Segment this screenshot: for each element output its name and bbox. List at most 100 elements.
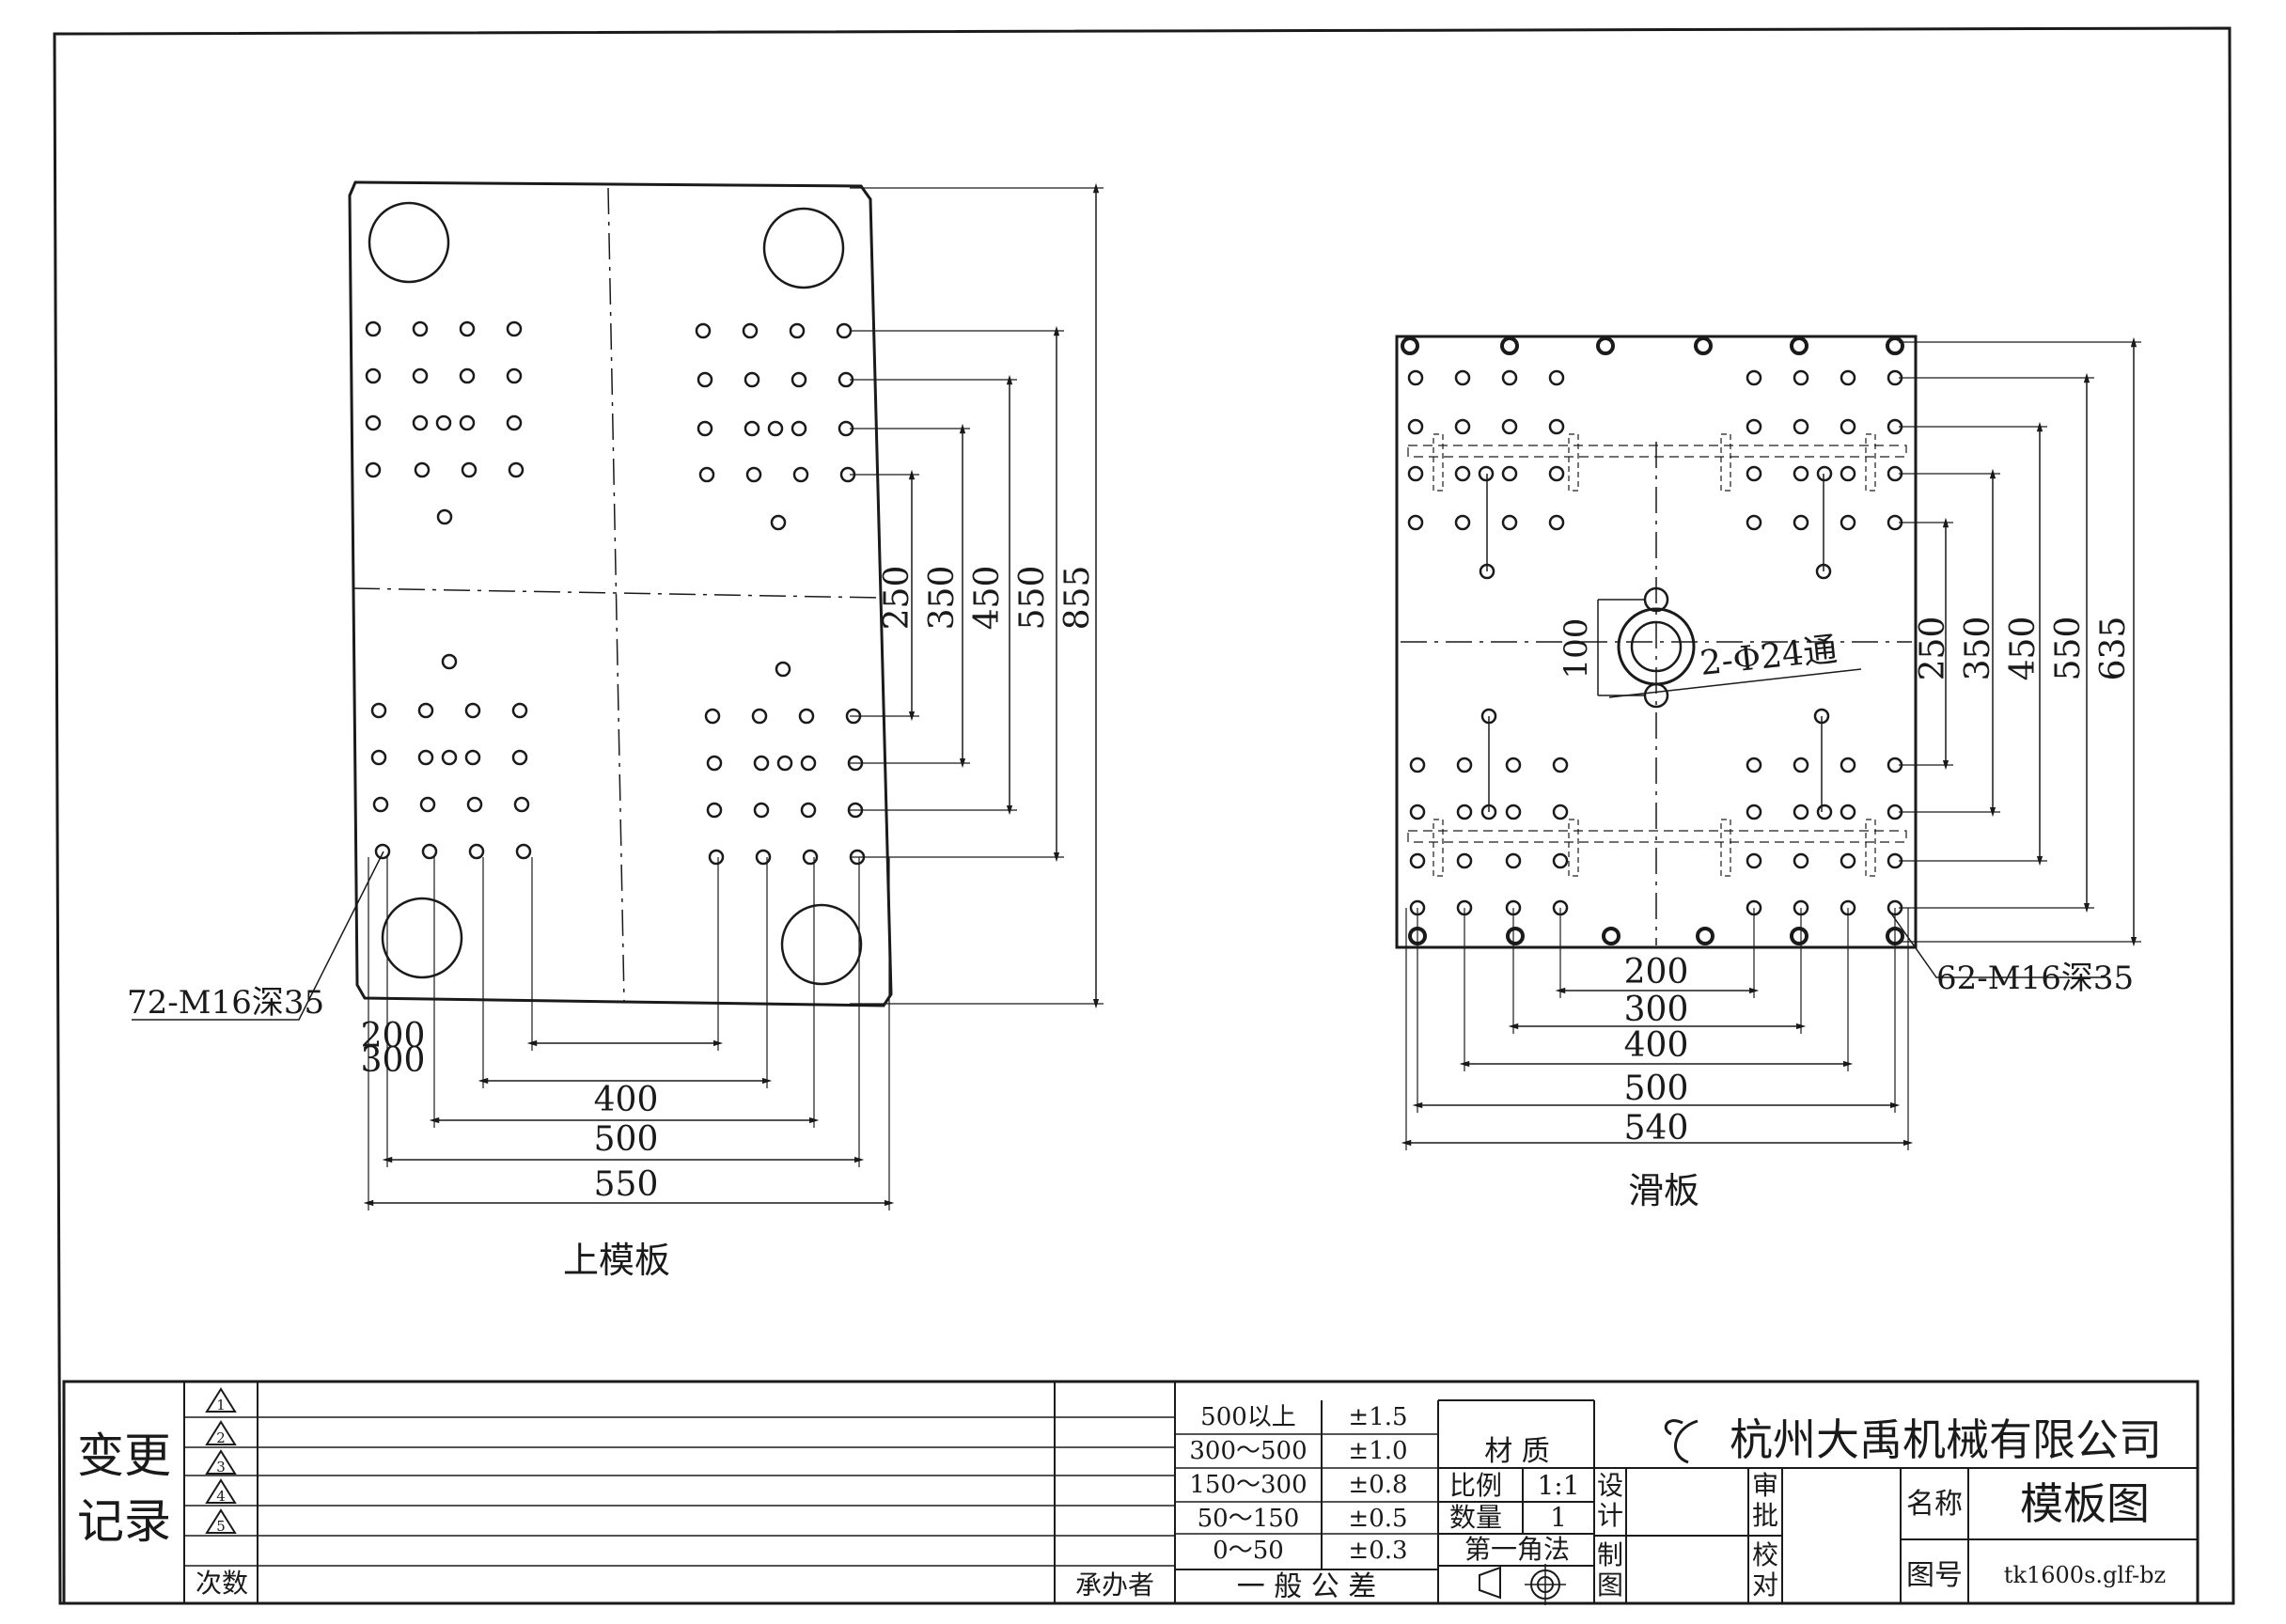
threaded-hole <box>1409 804 1426 820</box>
sp-vdim-635: 635 <box>2094 617 2133 681</box>
threaded-hole <box>697 371 713 388</box>
threaded-hole <box>1456 757 1473 773</box>
threaded-hole <box>1548 514 1565 531</box>
tp-hdim-400: 400 <box>594 1081 659 1119</box>
tolerance-value: ±0.8 <box>1348 1471 1407 1499</box>
threaded-hole <box>770 514 787 531</box>
threaded-hole <box>767 420 784 437</box>
threaded-hole <box>1746 804 1762 820</box>
threaded-hole <box>1816 804 1833 820</box>
threaded-hole <box>417 702 434 719</box>
threaded-hole <box>365 414 382 431</box>
center-bore-inner <box>1630 620 1683 673</box>
tp-vdim-855: 855 <box>1058 566 1097 631</box>
sp-hdim-300: 300 <box>1624 991 1689 1029</box>
threaded-hole <box>435 414 452 431</box>
threaded-hole <box>1501 418 1518 435</box>
threaded-hole <box>1840 852 1856 869</box>
name-label: 名称 <box>1906 1488 1963 1521</box>
threaded-hole <box>1840 514 1856 531</box>
top-platen-vertical-centerline <box>607 187 625 1003</box>
threaded-hole <box>1505 852 1522 869</box>
threaded-hole <box>511 702 528 719</box>
sheet-border <box>53 26 2235 1605</box>
threaded-hole <box>464 702 481 719</box>
threaded-hole <box>1793 757 1809 773</box>
slot-mark <box>1865 819 1876 877</box>
threaded-hole <box>1746 852 1762 869</box>
threaded-hole <box>706 755 723 772</box>
threaded-hole <box>412 414 429 431</box>
threaded-hole <box>1793 418 1809 435</box>
slot-mark <box>1433 819 1444 877</box>
threaded-hole <box>798 708 815 725</box>
tolerance-range: 300～500 <box>1189 1437 1307 1465</box>
threaded-hole <box>1407 465 1424 482</box>
threaded-hole <box>506 414 523 431</box>
slot-mark <box>1865 433 1876 492</box>
threaded-hole <box>776 755 793 772</box>
threaded-hole <box>466 796 483 813</box>
threaded-hole <box>1548 418 1565 435</box>
bolt-hole <box>1696 927 1714 945</box>
top-platen-title: 上模板 <box>563 1240 670 1281</box>
slot-mark <box>1433 433 1444 492</box>
sp-vdim-450: 450 <box>2004 617 2043 681</box>
threaded-hole <box>515 843 532 860</box>
slot-mark <box>1720 433 1731 492</box>
drawing-number: tk1600s.glf-bz <box>2004 1562 2166 1588</box>
threaded-hole <box>1454 514 1471 531</box>
tolerance-range: 150～300 <box>1189 1471 1307 1499</box>
tp-vdim-550: 550 <box>1013 566 1052 631</box>
company-name: 杭州大禹机械有限公司 <box>1730 1414 2162 1465</box>
threaded-hole <box>1746 465 1762 482</box>
threaded-hole <box>1746 757 1762 773</box>
t-slot <box>1407 830 1907 843</box>
scale-value: 1:1 <box>1537 1470 1579 1501</box>
threaded-hole <box>365 320 382 337</box>
threaded-hole <box>1746 514 1762 531</box>
threaded-hole <box>706 802 723 819</box>
slot-mark <box>1568 819 1579 877</box>
threaded-hole <box>419 796 436 813</box>
threaded-hole <box>1409 852 1426 869</box>
top-platen-threaded-holes <box>365 320 866 866</box>
threaded-hole <box>1840 804 1856 820</box>
bolt-hole <box>1401 336 1419 355</box>
tp-hdim-300: 300 <box>361 1041 426 1080</box>
logo-stroke <box>1664 1419 1683 1436</box>
sp-hdim-200: 200 <box>1624 953 1689 992</box>
tolerance-range: 0～50 <box>1213 1537 1284 1565</box>
handler-label: 承办者 <box>1075 1569 1154 1601</box>
company-logo <box>1664 1419 1699 1464</box>
threaded-hole <box>459 320 476 337</box>
tie-bar-hole <box>780 903 863 986</box>
threaded-hole <box>1505 757 1522 773</box>
draw-label-1: 制 <box>1597 1539 1623 1570</box>
threaded-hole <box>802 849 819 866</box>
bolt-hole <box>1506 927 1525 945</box>
tolerance-table: 500以上±1.5300～500±1.0150～300±0.850～150±0.… <box>1175 1403 1438 1565</box>
threaded-hole <box>1454 465 1471 482</box>
design-label-1: 设 <box>1597 1470 1623 1501</box>
tolerance-value: ±1.5 <box>1348 1403 1407 1431</box>
revision-triangle-icon <box>205 1387 237 1413</box>
threaded-hole <box>1793 465 1809 482</box>
revision-number: 1 <box>216 1397 226 1413</box>
tie-bar-hole <box>381 897 463 979</box>
threaded-hole <box>1409 757 1426 773</box>
review-label-2: 批 <box>1752 1500 1778 1531</box>
threaded-hole <box>791 420 807 437</box>
center-offset-dim: 100 <box>1558 618 1595 679</box>
threaded-hole <box>753 755 770 772</box>
count-label: 次数 <box>196 1568 248 1599</box>
top-platen-note-leader <box>132 851 384 1021</box>
threaded-hole <box>697 420 713 437</box>
tp-vdim-350: 350 <box>923 566 962 631</box>
projection-cone-icon <box>1479 1566 1501 1600</box>
threaded-hole <box>755 849 772 866</box>
threaded-hole <box>1816 465 1833 482</box>
threaded-hole <box>1793 369 1809 386</box>
threaded-hole <box>800 802 817 819</box>
tp-hdim-550: 550 <box>594 1165 659 1204</box>
